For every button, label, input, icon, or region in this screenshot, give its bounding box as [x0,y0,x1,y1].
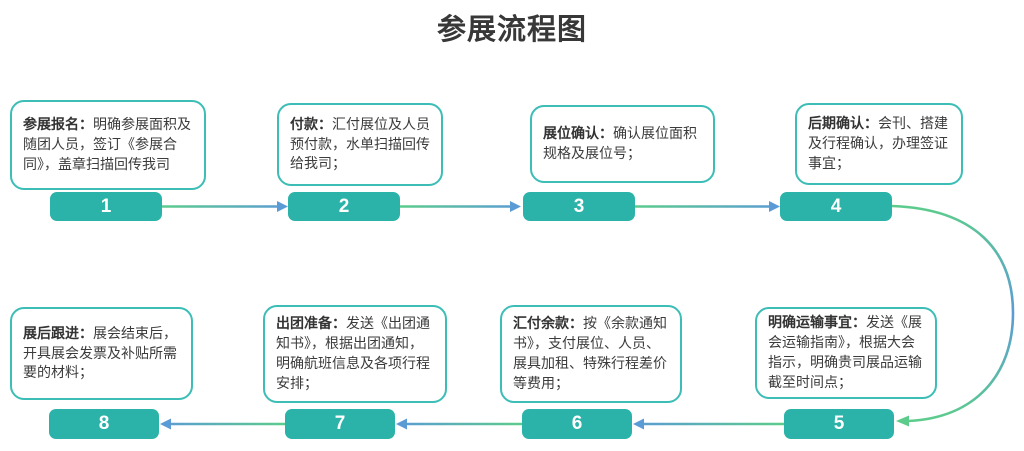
step-8-number-badge: 8 [49,409,159,439]
arrowhead-right-icon [769,201,780,212]
step-4-description-box: 后期确认：会刊、搭建及行程确认，办理签证事宜； [795,103,963,185]
step-7-number-badge: 7 [285,409,395,439]
step-3-description: 确认展位面积规格及展位号； [543,125,697,161]
step-1-label: 参展报名： [23,116,93,133]
arrow-step6-to-step7 [396,418,522,430]
step-2-number-badge: 2 [288,192,400,221]
step-3-description-box: 展位确认：确认展位面积规格及展位号； [530,105,715,183]
arrowhead-right-icon [510,201,521,212]
step-8-label: 展后跟进： [23,324,93,341]
step-5-description: 发送《展会运输指南》，根据大会指示，明确贵司展品运输截至时间点； [768,314,922,390]
step-2-description: 汇付展位及人员预付款，水单扫描回传给我司； [290,115,430,172]
step-6-label: 汇付余款： [513,315,583,332]
step-5-number-badge: 5 [784,409,894,439]
step-6-number-badge: 6 [522,409,632,439]
step-1-description-box: 参展报名：明确参展面积及随团人员，签订《参展合同》，盖章扫描回传我司 [10,100,206,190]
arrow-step7-to-step8 [160,418,285,430]
arrow-step2-to-step3 [400,201,521,212]
step-1-description: 明确参展面积及随团人员，签订《参展合同》，盖章扫描回传我司 [23,116,191,172]
step-4-description: 会刊、搭建及行程确认，办理签证事宜； [808,115,948,171]
arrowhead-left-icon [396,418,407,430]
arrow-step5-to-step6 [633,418,784,430]
step-5-label: 明确运输事宜： [768,314,866,331]
step-3-label: 展位确认： [543,125,613,142]
page-title: 参展流程图 [436,14,587,46]
step-2-label: 付款： [290,115,332,132]
step-1-number-badge: 1 [50,192,162,221]
step-8-description: 展会结束后，开具展会发票及补贴所需要的材料； [23,324,177,381]
step-5-description-box: 明确运输事宜：发送《展会运输指南》，根据大会指示，明确贵司展品运输截至时间点； [755,307,937,399]
step-8-description-box: 展后跟进：展会结束后，开具展会发票及补贴所需要的材料； [10,307,193,400]
step-7-label: 出团准备： [276,315,346,332]
step-6-description: 按《余款通知书》，支付展位、人员、展具加租、特殊行程差价等费用； [513,315,667,391]
step-4-number-badge: 4 [780,192,892,221]
arrowhead-right-icon [277,201,288,212]
arrowhead-left-icon [160,418,171,430]
arrow-step3-to-step4 [635,201,780,212]
arrowhead-left-icon [896,415,909,427]
step-3-number-badge: 3 [523,192,635,221]
arrowhead-left-icon [633,418,644,430]
step-4-label: 后期确认： [808,115,878,132]
arrow-step1-to-step2 [162,201,288,212]
step-7-description: 发送《出团通知书》，根据出团通知，明确航班信息及各项行程安排； [276,315,430,391]
step-7-description-box: 出团准备：发送《出团通知书》，根据出团通知，明确航班信息及各项行程安排； [263,305,447,403]
step-2-description-box: 付款：汇付展位及人员预付款，水单扫描回传给我司； [277,103,443,186]
arrow-step4-to-step5 [891,204,1015,427]
step-6-description-box: 汇付余款：按《余款通知书》，支付展位、人员、展具加租、特殊行程差价等费用； [500,305,682,403]
